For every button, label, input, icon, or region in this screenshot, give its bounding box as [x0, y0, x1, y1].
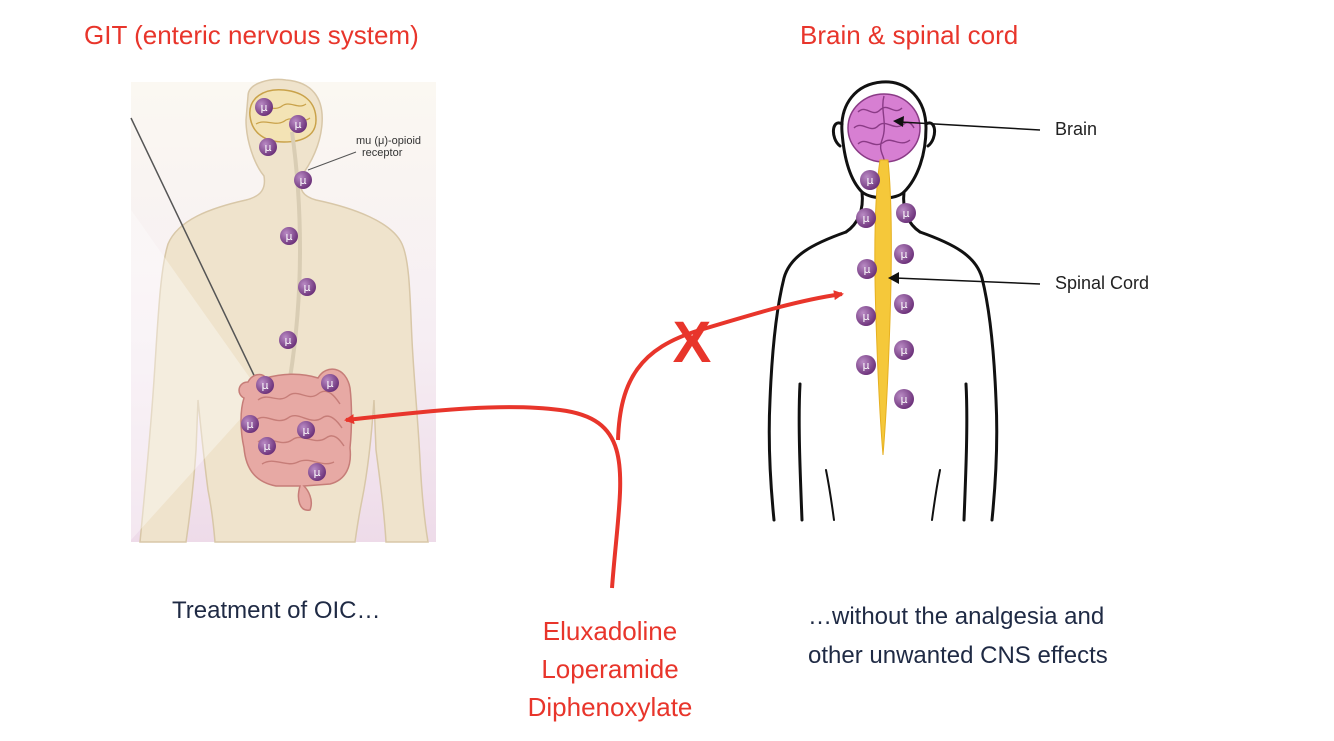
svg-text:μ: μ: [901, 344, 908, 357]
receptor-icon: μ: [294, 171, 312, 189]
drug-name: Loperamide: [541, 654, 679, 684]
svg-text:μ: μ: [300, 174, 307, 187]
receptor-icon: μ: [259, 138, 277, 156]
svg-text:μ: μ: [262, 379, 269, 392]
receptor-icon: μ: [256, 376, 274, 394]
receptor-icon: μ: [894, 389, 914, 409]
svg-text:μ: μ: [863, 212, 870, 225]
drug-name: Eluxadoline: [542, 616, 678, 646]
right-receptors: μ μ μ μ μ μ μ μ μ μ: [856, 170, 916, 409]
brain-label: Brain: [1055, 119, 1098, 139]
svg-text:μ: μ: [314, 466, 321, 479]
receptor-icon: μ: [280, 227, 298, 245]
brain-illustration: [847, 93, 921, 163]
drug-name: Diphenoxylate: [527, 692, 693, 722]
receptor-icon: μ: [894, 340, 914, 360]
arrow-to-cns: [616, 290, 844, 441]
oic-caption: Treatment of OIC…: [172, 597, 381, 624]
svg-text:μ: μ: [285, 334, 292, 347]
brain-spinal-title: Brain & spinal cord: [800, 20, 1019, 50]
receptor-icon: μ: [279, 331, 297, 349]
receptor-icon: μ: [241, 415, 259, 433]
blocked-x-mark: X: [673, 310, 712, 375]
arrow-to-git: [344, 405, 623, 589]
spinal-cord-label: Spinal Cord: [1055, 273, 1150, 293]
receptor-icon: μ: [856, 208, 876, 228]
receptor-icon: μ: [255, 98, 273, 116]
svg-text:μ: μ: [286, 230, 293, 243]
svg-text:μ: μ: [264, 440, 271, 453]
receptor-icon: μ: [298, 278, 316, 296]
receptor-icon: μ: [856, 355, 876, 375]
receptor-icon: μ: [894, 244, 914, 264]
receptor-label-line1: mu (μ)-opioid: [356, 135, 421, 147]
left-receptors: μ μ μ μ μ μ μ μ μ μ μ μ μ: [241, 98, 339, 481]
spinal-cord-pointer: [888, 272, 1041, 285]
receptor-icon: μ: [856, 306, 876, 326]
brain-pointer: [893, 116, 1041, 131]
receptor-icon: μ: [308, 463, 326, 481]
svg-text:μ: μ: [903, 207, 910, 220]
svg-text:μ: μ: [304, 281, 311, 294]
svg-text:μ: μ: [261, 101, 268, 114]
svg-text:μ: μ: [863, 359, 870, 372]
receptor-icon: μ: [321, 374, 339, 392]
receptor-icon: μ: [896, 203, 916, 223]
svg-text:μ: μ: [327, 377, 334, 390]
receptor-icon: μ: [860, 170, 880, 190]
svg-text:μ: μ: [265, 141, 272, 154]
spinal-cord-illustration: [874, 159, 892, 456]
cns-caption-line2: other unwanted CNS effects: [808, 642, 1108, 669]
receptor-icon: μ: [297, 421, 315, 439]
svg-text:μ: μ: [863, 310, 870, 323]
drug-list: Eluxadoline Loperamide Diphenoxylate: [510, 612, 710, 726]
left-body-figure: mu (μ)-opioid receptor: [130, 78, 436, 543]
svg-text:μ: μ: [901, 298, 908, 311]
receptor-icon: μ: [258, 437, 276, 455]
svg-text:μ: μ: [864, 263, 871, 276]
svg-text:μ: μ: [901, 393, 908, 406]
right-body-outline: [767, 80, 999, 522]
svg-text:μ: μ: [303, 424, 310, 437]
receptor-icon: μ: [894, 294, 914, 314]
svg-text:μ: μ: [901, 248, 908, 261]
git-title: GIT (enteric nervous system): [84, 20, 419, 50]
drug-action-arrows: [344, 290, 844, 589]
receptor-icon: μ: [857, 259, 877, 279]
svg-text:μ: μ: [247, 418, 254, 431]
receptor-icon: μ: [289, 115, 307, 133]
receptor-label-line2: receptor: [362, 147, 403, 159]
svg-text:μ: μ: [295, 118, 302, 131]
cns-caption-line1: …without the analgesia and: [808, 603, 1105, 630]
svg-text:μ: μ: [867, 174, 874, 187]
